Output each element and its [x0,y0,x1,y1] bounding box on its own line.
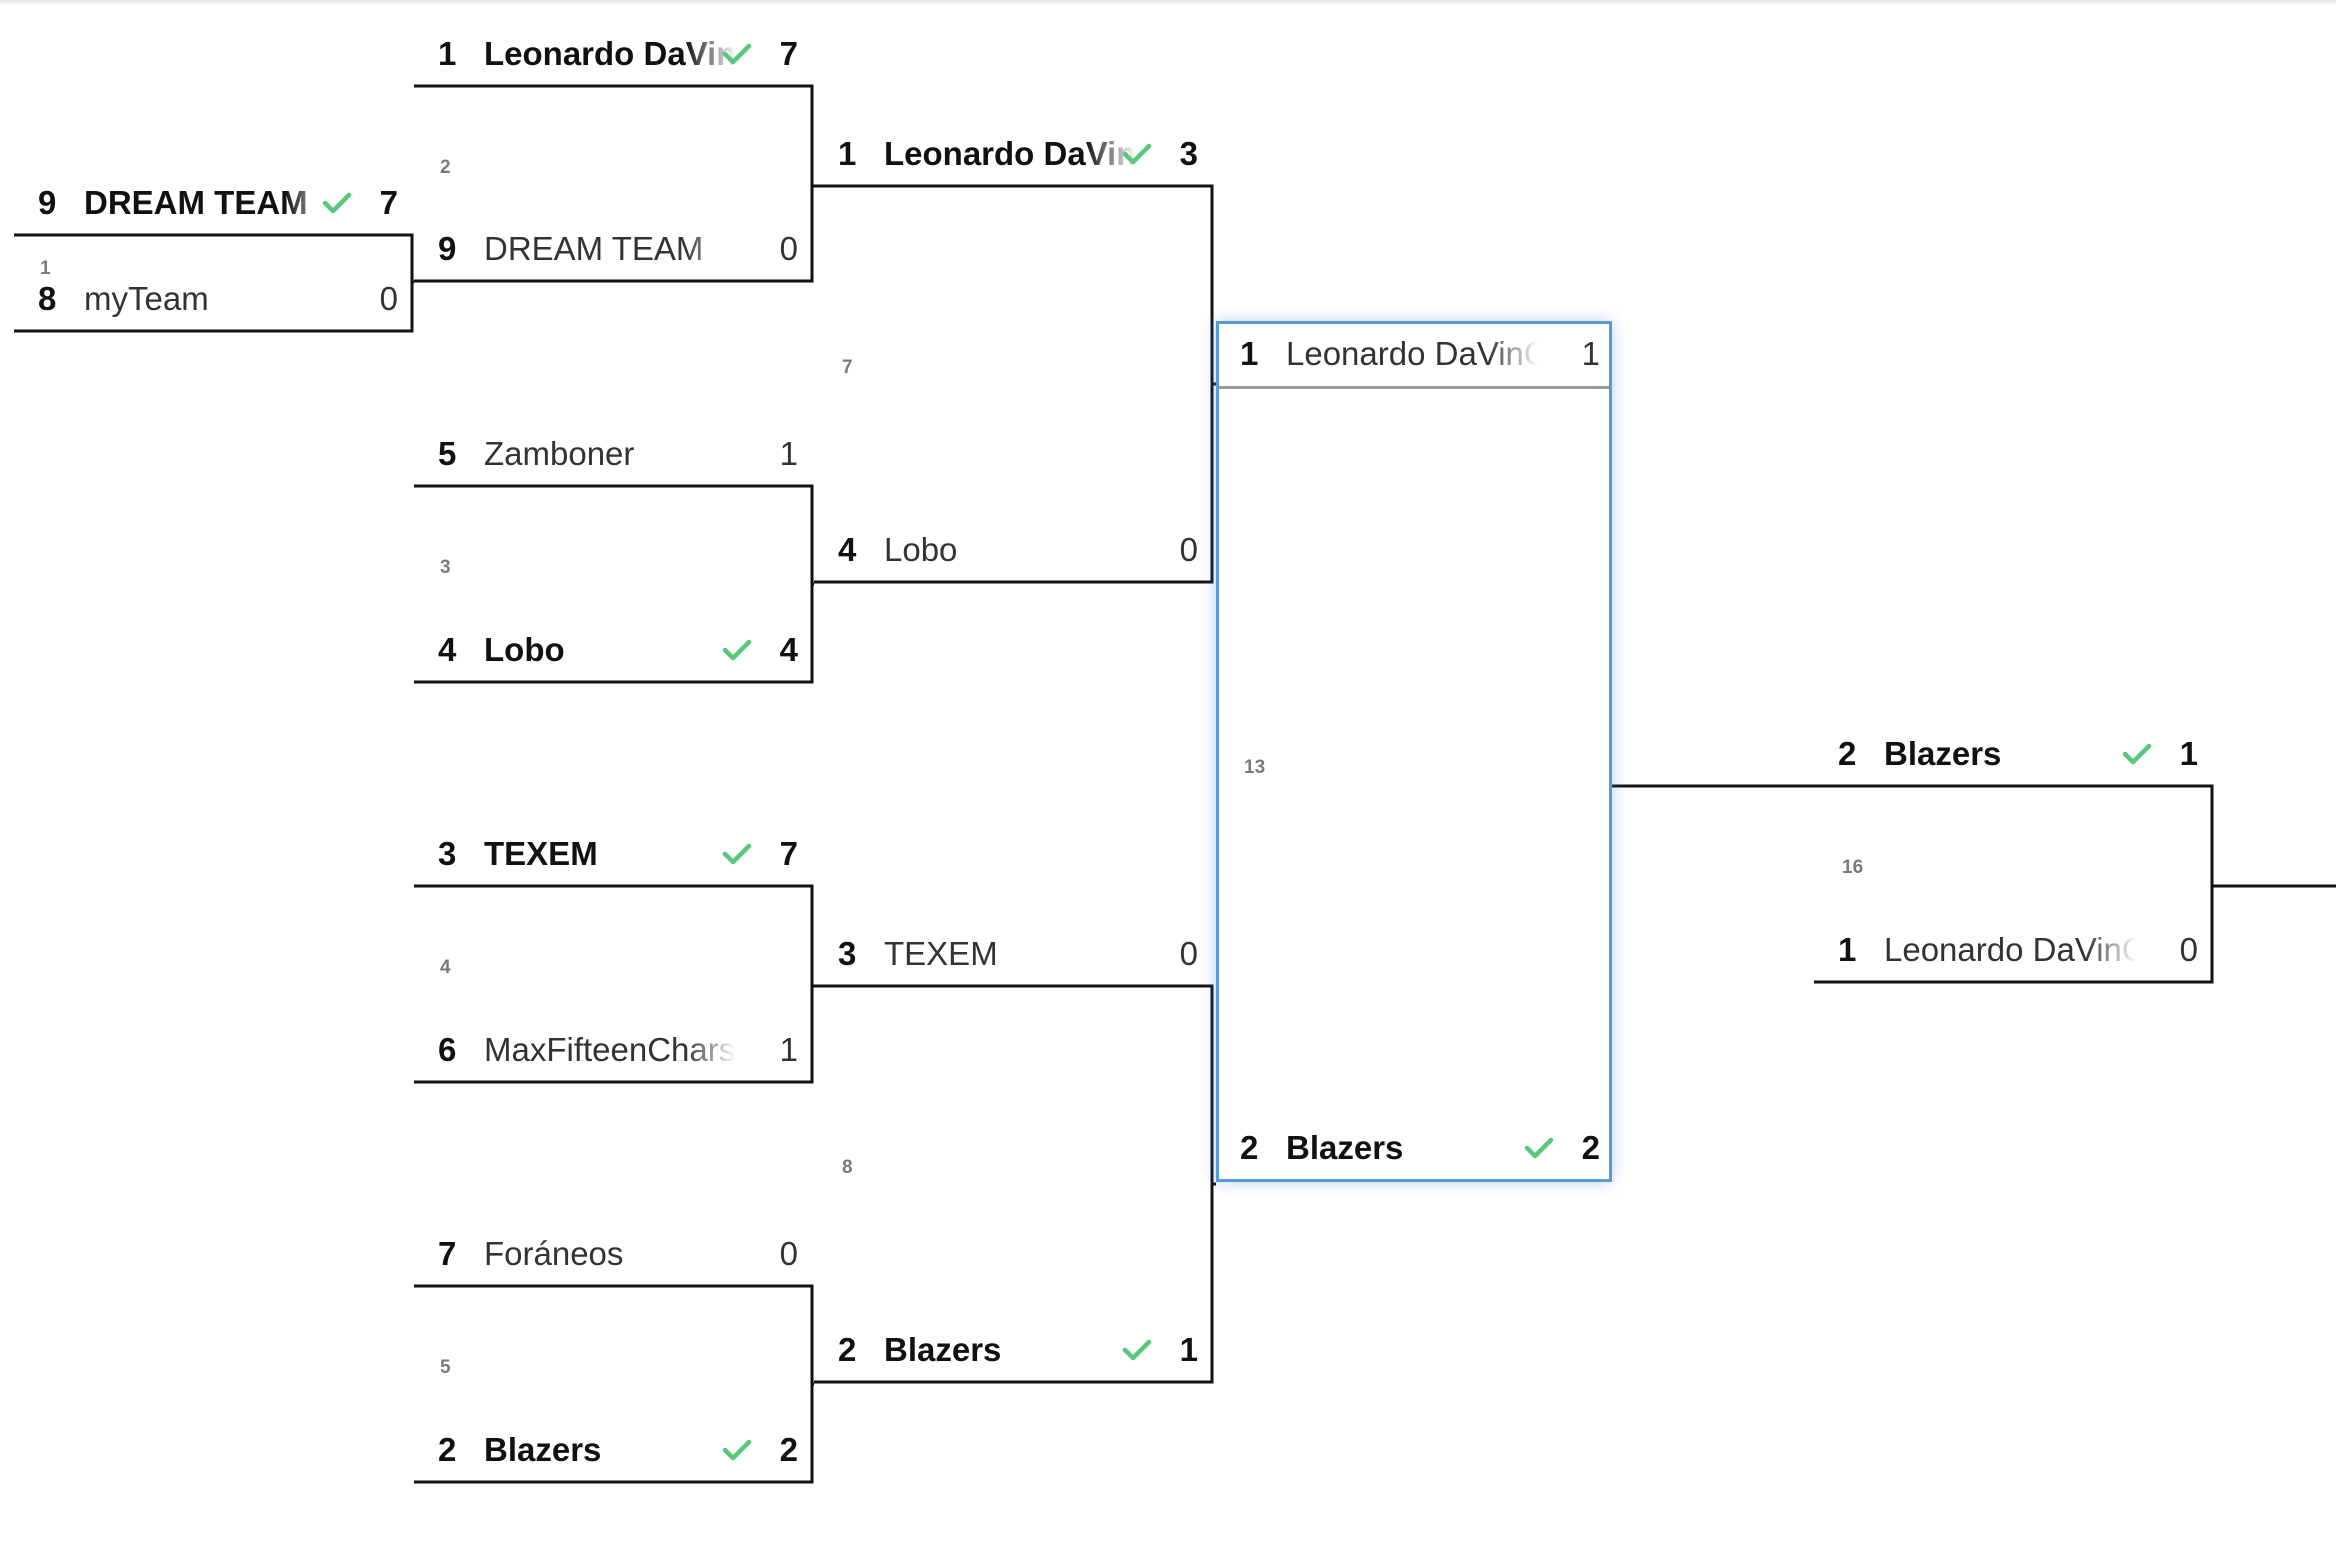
team-row-top[interactable]: 7 Foráneos 0 [414,1222,812,1286]
team-name: Lobo [884,531,958,568]
team-seed: 9 [438,230,457,267]
team-score: 1 [779,435,798,472]
match-number: 7 [842,357,853,378]
team-name: TEXEM [884,935,998,972]
team-row-top[interactable]: 3 TEXEM 0 [814,922,1212,986]
team-seed: 1 [438,35,457,72]
team-name: myTeam [84,280,209,317]
winner-check-icon [720,22,754,86]
team-row-bottom[interactable]: 8 myTeam 0 [14,267,412,331]
winner-check-icon [2120,722,2154,786]
team-score: 7 [379,184,398,221]
winner-check-icon [1120,122,1154,186]
team-seed: 2 [1240,1129,1259,1166]
team-name: MaxFifteenChars [484,1031,736,1068]
team-row-top[interactable]: 1 Leonardo DaVinChars 7 [414,22,812,86]
team-row-bottom[interactable]: 4 Lobo 0 [814,518,1212,582]
team-seed: 1 [838,135,857,172]
team-name: Blazers [484,1431,602,1468]
team-seed: 2 [1838,735,1857,772]
team-seed: 5 [438,435,457,472]
team-score: 3 [1179,135,1198,172]
team-score: 4 [779,631,798,668]
team-seed: 2 [838,1331,857,1368]
team-name: DREAM TEAM [484,230,704,267]
team-row-bottom[interactable]: 2 Blazers 2 [1216,1116,1614,1180]
team-row-top[interactable]: 1 Leonardo DaVinChars 3 [814,122,1212,186]
team-name: Leonardo DaVinChars [484,35,736,72]
match-number: 3 [440,557,451,578]
team-score: 0 [1179,531,1198,568]
team-row-top[interactable]: 1 Leonardo DaVinChars 1 [1216,322,1614,386]
team-name: Leonardo DaVinChars [884,135,1136,172]
team-row-top[interactable]: 5 Zamboner 1 [414,422,812,486]
selected-match-highlight[interactable] [1216,321,1612,1182]
team-seed: 1 [1838,931,1857,968]
team-name: Zamboner [484,435,635,472]
team-name: Foráneos [484,1235,624,1272]
team-seed: 3 [438,835,457,872]
team-row-bottom[interactable]: 1 Leonardo DaVinChars 0 [1814,918,2212,982]
team-row-bottom[interactable]: 4 Lobo 4 [414,618,812,682]
team-row-top[interactable]: 2 Blazers 1 [1814,722,2212,786]
winner-check-icon [320,171,354,235]
match-number: 5 [440,1357,451,1378]
top-edge-shadow [0,0,2336,6]
team-seed: 9 [38,184,57,221]
team-seed: 1 [1240,335,1259,372]
team-name: Blazers [884,1331,1002,1368]
team-row-top[interactable]: 3 TEXEM 7 [414,822,812,886]
team-seed: 7 [438,1235,457,1272]
team-name: Leonardo DaVinChars [1286,335,1538,372]
team-name: Blazers [1286,1129,1404,1166]
match-number: 2 [440,157,451,178]
match-number: 16 [1842,857,1864,878]
team-name: DREAM TEAM [84,184,308,221]
winner-check-icon [1522,1116,1556,1180]
team-row-bottom[interactable]: 2 Blazers 2 [414,1418,812,1482]
team-row-bottom[interactable]: 9 DREAM TEAM 0 [414,217,812,281]
team-name: Leonardo DaVinChars [1884,931,2136,968]
team-name: Lobo [484,631,565,668]
team-row-bottom[interactable]: 6 MaxFifteenChars 1 [414,1018,812,1082]
team-score: 2 [779,1431,798,1468]
match-number: 8 [842,1157,853,1178]
team-score: 1 [779,1031,798,1068]
winner-check-icon [720,1418,754,1482]
match-divider [1219,386,1609,389]
team-score: 0 [779,230,798,267]
match-number: 4 [440,957,451,978]
team-score: 0 [2179,931,2198,968]
winner-check-icon [1120,1318,1154,1382]
team-score: 1 [1179,1331,1198,1368]
team-score: 1 [1581,335,1600,372]
team-score: 1 [2179,735,2198,772]
match-number: 13 [1244,757,1266,778]
team-seed: 4 [438,631,457,668]
team-score: 0 [379,280,398,317]
team-seed: 3 [838,935,857,972]
team-row-bottom[interactable]: 2 Blazers 1 [814,1318,1212,1382]
team-row-top[interactable]: 9 DREAM TEAM 7 [14,171,412,235]
team-score: 7 [779,835,798,872]
team-seed: 6 [438,1031,457,1068]
match-number: 1 [40,258,51,279]
team-name: TEXEM [484,835,598,872]
team-score: 0 [1179,935,1198,972]
team-seed: 8 [38,280,57,317]
winner-check-icon [720,618,754,682]
team-seed: 2 [438,1431,457,1468]
team-score: 0 [779,1235,798,1272]
winner-check-icon [720,822,754,886]
team-score: 7 [779,35,798,72]
team-seed: 4 [838,531,857,568]
team-name: Blazers [1884,735,2002,772]
team-score: 2 [1581,1129,1600,1166]
